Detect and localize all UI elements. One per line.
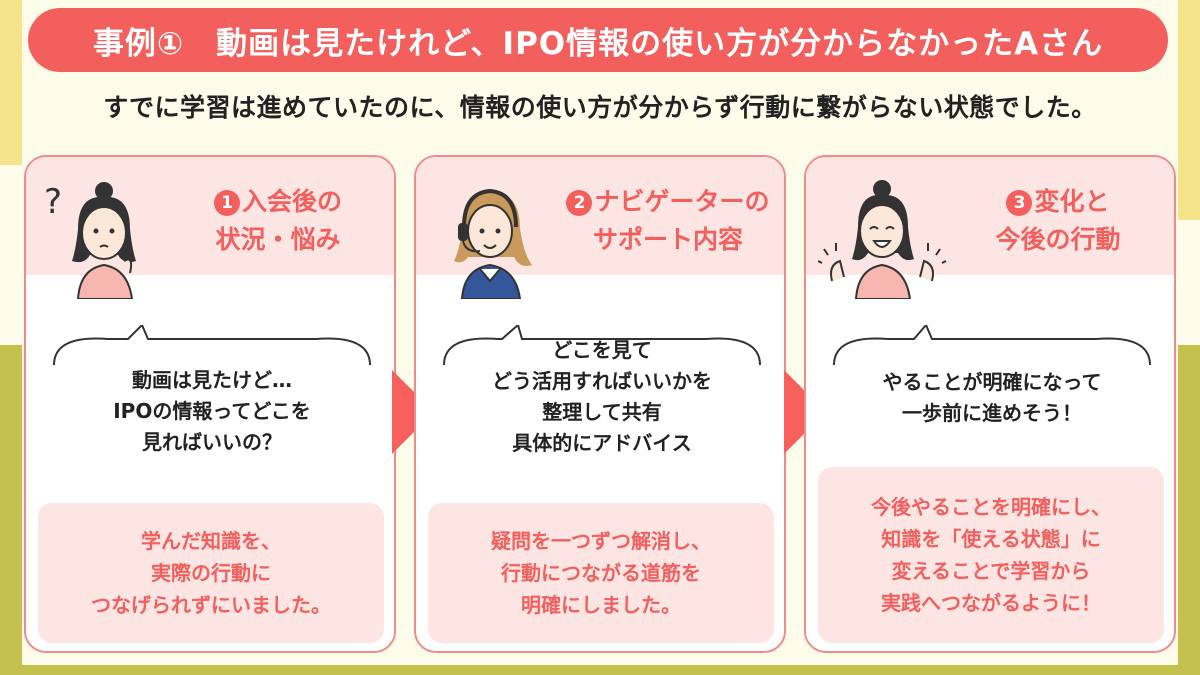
result-line: 実際の行動に <box>151 561 271 585</box>
bubble-line: 一歩前に進めそう！ <box>902 401 1082 425</box>
result-line: 学んだ知識を、 <box>141 529 281 553</box>
headset-navigator-icon <box>454 188 532 299</box>
result-line: 今後やることを明確にし、 <box>871 495 1111 519</box>
speech-bubble: やることが明確になって 一歩前に進めそう！ <box>828 325 1156 485</box>
page-title: 事例① 動画は見たけれど、IPO情報の使い方が分からなかったAさん <box>28 8 1168 72</box>
decorative-stripe <box>0 0 22 165</box>
decorative-stripe <box>1178 345 1200 675</box>
step-number-badge: 2 <box>566 190 593 216</box>
bubble-line: IPOの情報ってどこを <box>113 399 311 423</box>
page-subtitle: すでに学習は進めていたのに、情報の使い方が分からず行動に繋がらない状態でした。 <box>103 93 1097 122</box>
worried-woman-icon: ? <box>44 182 136 299</box>
result-line: 明確にしました。 <box>521 593 681 617</box>
result-line: 行動につながる道筋を <box>501 561 701 585</box>
decorative-stripe <box>0 345 22 675</box>
result-line: 疑問を一つずつ解消し、 <box>491 529 711 553</box>
result-box: 学んだ知識を、 実際の行動に つなげられずにいました。 <box>38 503 384 643</box>
bubble-line: 見ればいいの？ <box>142 430 282 454</box>
speech-bubble: 動画は見たけど… IPOの情報ってどこを 見ればいいの？ <box>48 325 376 485</box>
result-box: 今後やることを明確にし、 知識を「使える状態」に 変えることで学習から 実践へつ… <box>818 467 1164 643</box>
result-box: 疑問を一つずつ解消し、 行動につながる道筋を 明確にしました。 <box>428 503 774 643</box>
speech-bubble: どこを見て どう活用すればいいかを 整理して共有 具体的にアドバイス <box>438 325 766 485</box>
bubble-line: どう活用すればいいかを <box>492 369 712 393</box>
svg-text:?: ? <box>44 182 62 222</box>
result-line: 実践へつながるように！ <box>881 591 1101 615</box>
step-number-badge: 1 <box>213 190 240 216</box>
step-number-badge: 3 <box>1006 190 1033 216</box>
result-line: 変えることで学習から <box>891 559 1091 583</box>
bubble-line: 具体的にアドバイス <box>512 431 692 455</box>
result-line: 知識を「使える状態」に <box>881 527 1101 551</box>
result-line: つなげられずにいました。 <box>91 593 331 617</box>
decorative-stripe <box>0 665 1200 675</box>
bubble-line: やることが明確になって <box>882 370 1102 394</box>
happy-woman-icon <box>818 180 947 299</box>
bubble-line: 整理して共有 <box>542 400 662 424</box>
bubble-line: どこを見て <box>552 338 652 362</box>
decorative-stripe <box>1178 0 1200 220</box>
bubble-line: 動画は見たけど… <box>132 368 292 392</box>
